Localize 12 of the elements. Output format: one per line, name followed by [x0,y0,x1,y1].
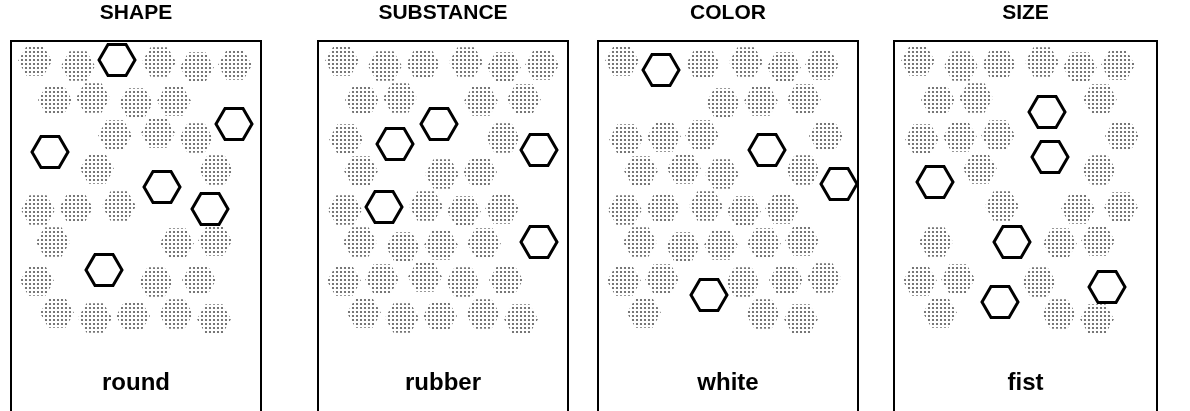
panel-caption: white [697,368,759,396]
panel-frame [317,40,569,411]
panel-frame [893,40,1158,411]
panel-heading: SIZE [1002,0,1049,23]
panel-heading: COLOR [690,0,766,23]
panel-heading: SUBSTANCE [378,0,508,23]
panel-frame [10,40,262,411]
panel-heading: SHAPE [99,0,173,23]
panel-caption: fist [1007,368,1044,396]
panel-caption: rubber [405,368,481,396]
panel-caption: round [102,368,170,396]
panel-frame [597,40,859,411]
